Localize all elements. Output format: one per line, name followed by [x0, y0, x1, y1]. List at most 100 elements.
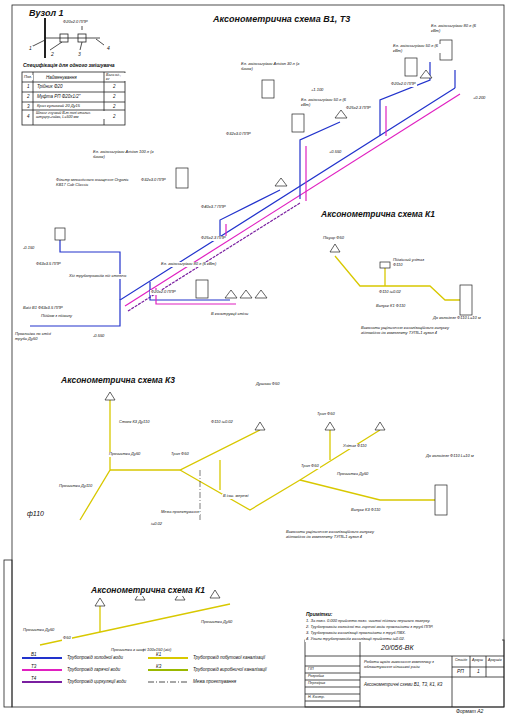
legend-swatch [148, 657, 188, 659]
label: 1. За позн. 0.000 прийнято позн. чистої … [305, 619, 502, 624]
label: +0.200 [472, 96, 486, 101]
label: ф110 [26, 510, 45, 518]
label: До колодязя Ф110 L=10 м [432, 316, 482, 321]
label: Виконати ущільнення каналізаційного випу… [360, 326, 457, 335]
label: Аксонометричні схеми В1, Т3, К1, К3 [363, 682, 451, 687]
label: +0.550 [328, 150, 342, 155]
heading: Аксонометрична схема К1 [320, 210, 436, 220]
label: Хід трубопроводів під стелею [68, 274, 127, 279]
label: Випуск К1 Ф110 [375, 304, 406, 309]
label: Ел. водонагрівач 50 л (6 кВт) [392, 44, 442, 53]
label: Формат А2 [455, 709, 484, 715]
heading: Аксонометрична схема В1, Т3 [212, 14, 351, 24]
label: Вага од., кг [105, 73, 126, 81]
heading: Специфікація для одного змішувача [22, 63, 116, 69]
label: Фільтр механічного очищення Organic KB17… [55, 178, 132, 187]
label: В конструкції стіни [210, 312, 249, 317]
label: Прочистка Ду50 [22, 628, 55, 633]
label: Ел. водонагрівач Ariston 30 л (в бачок) [240, 62, 302, 71]
label: Найменування [45, 75, 78, 80]
label: 3. Трубопроводи каналізації прокладати з… [305, 631, 502, 636]
label: Ф50 [62, 636, 72, 641]
label: Виконати ущільнення каналізаційного випу… [285, 530, 382, 539]
label: Ел. водонагрівач Ariston 100 л (в бачок) [92, 150, 164, 159]
legend-swatch [148, 669, 188, 671]
label: Прочистка Ду50 [108, 452, 141, 457]
label: Ф20х2.0 ППР [62, 20, 89, 25]
label: Унітаз Ф110 [342, 444, 368, 449]
legend-swatch [22, 681, 62, 683]
label: Кран кульовий 20 Ду15 [36, 104, 81, 109]
label: Підвісний унітаз Ф110 [392, 258, 434, 267]
label: Ф110 i=0.02 [210, 420, 234, 425]
label: Трап Ф50 [170, 452, 190, 457]
label: -0.150 [22, 246, 35, 251]
label: Душова Ф50 [255, 382, 280, 387]
label: Трап Ф50 [316, 412, 336, 417]
label: Ф32х3.0 ППР [225, 132, 252, 137]
label: 2. Трубопроводи холодної та гарячої води… [305, 625, 502, 630]
label: Ф110 i=0.02 [378, 290, 402, 295]
label: 20/056-ВК [380, 644, 415, 652]
label: Ввід В1 Ф63х3.5 ППР [22, 306, 64, 311]
label: Перевірив [307, 681, 326, 685]
label: Трійник Ф20 [36, 84, 64, 89]
label: Прочистка в шафі 100х150 (від) [110, 648, 172, 653]
label: До колодязя Ф110 L=10 м [425, 454, 482, 459]
label: Ф25х2.3 ППР [200, 236, 227, 241]
callout-number: 3 [77, 52, 82, 58]
label: В1 [30, 652, 38, 657]
callout-number: 1 [28, 46, 33, 52]
label: -0.550 [92, 334, 105, 339]
label: Ел. водонагрівач 80 л (6 кВт) [160, 262, 222, 267]
label: Т3 [30, 664, 37, 669]
label: Ф40х3.7 ППР [200, 205, 227, 210]
callout-number: 2 [112, 114, 117, 119]
callout-number: 2 [112, 84, 117, 89]
legend-text: Трубопровід циркуляції води [66, 679, 127, 684]
label: Ф20х2.0 ППР [150, 290, 177, 295]
heading: Аксонометрична схема К1 [90, 586, 206, 596]
label: Аркуш [471, 658, 484, 662]
label: i=0.02 [150, 522, 163, 527]
label: Розробив [307, 674, 325, 678]
label: +1.100 [310, 88, 324, 93]
callout-number: 1 [26, 84, 31, 89]
label: Пісуар Ф50 [322, 236, 345, 241]
label: Ф63х3.5 ППР [35, 262, 62, 267]
label: Стадія [454, 658, 468, 662]
label: Поз. [23, 75, 33, 80]
callout-number: 2 [112, 104, 117, 109]
callout-number: 3 [26, 104, 31, 109]
callout-number: 2 [50, 52, 55, 58]
legend-swatch [22, 669, 62, 671]
label: К1 [155, 652, 162, 657]
callout-number: 2 [26, 94, 31, 99]
label: Ф32х3.0 ППР [140, 178, 167, 183]
callout-number: 1 [476, 669, 481, 675]
label: Ел. водонагрівач 80 л (6 кВт) [430, 24, 487, 33]
legend-swatch [22, 657, 62, 659]
callout-number: 4 [26, 114, 31, 119]
label: Роботи щодо виконання комплексу з облашт… [363, 660, 451, 669]
legend-text: Трубопровід холодної води [66, 655, 124, 660]
legend-text: Трубопровід виробничої каналізації [192, 667, 268, 672]
legend-swatch [148, 682, 188, 683]
legend-text: Трубопровід гарячої води [66, 667, 121, 672]
label: Підйом з підвалу [40, 314, 73, 319]
label: Ф20х2.0 ППР [390, 82, 417, 87]
callout-number: 4 [106, 46, 111, 52]
label: Муфта РП Ф20х1/2" [36, 94, 81, 99]
heading: Вузол 1 [28, 8, 65, 18]
label: РП [456, 669, 465, 675]
label: Аркушів [487, 658, 503, 662]
label: Стояк К3 Ду110 [118, 420, 150, 425]
label: ГІП [307, 667, 315, 671]
label: Прокладка по стіні труби Ду50 [14, 332, 56, 341]
legend-text: Трубопровід побутової каналізації [192, 655, 266, 660]
label: Н. Контр. [307, 695, 326, 699]
callout-number: 2 [112, 94, 117, 99]
heading: Аксонометрична схема К3 [60, 376, 176, 386]
label: Прочистка Ду50 [336, 472, 369, 477]
label: Прочистка Ду110 [58, 484, 93, 489]
